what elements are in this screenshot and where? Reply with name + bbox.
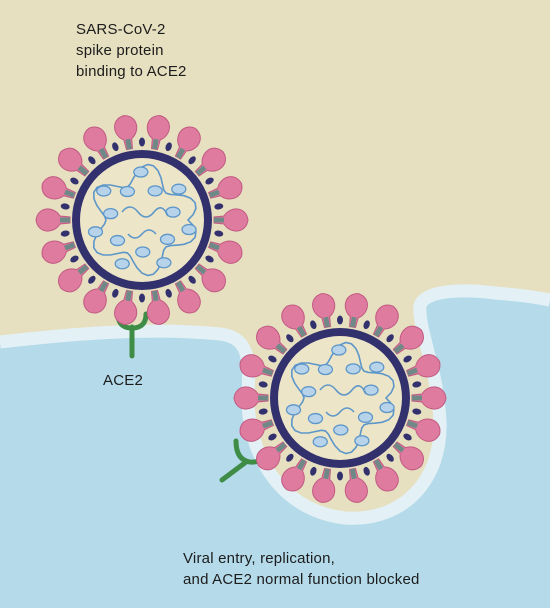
caption-line: and ACE2 normal function blocked [183,571,420,588]
diagram-title: SARS-CoV-2 spike protein binding to ACE2 [76,19,187,82]
cell-membrane [0,284,550,525]
coronavirus-particle-icon [35,115,249,325]
title-line: SARS-CoV-2 [76,21,166,38]
coronavirus-particle-icon [233,293,447,503]
host-cell [0,290,550,608]
ace2-label: ACE2 [103,372,143,389]
diagram-caption: Viral entry, replication, and ACE2 norma… [183,548,420,590]
title-line: binding to ACE2 [76,63,187,80]
caption-line: Viral entry, replication, [183,550,336,567]
title-line: spike protein [76,42,164,59]
